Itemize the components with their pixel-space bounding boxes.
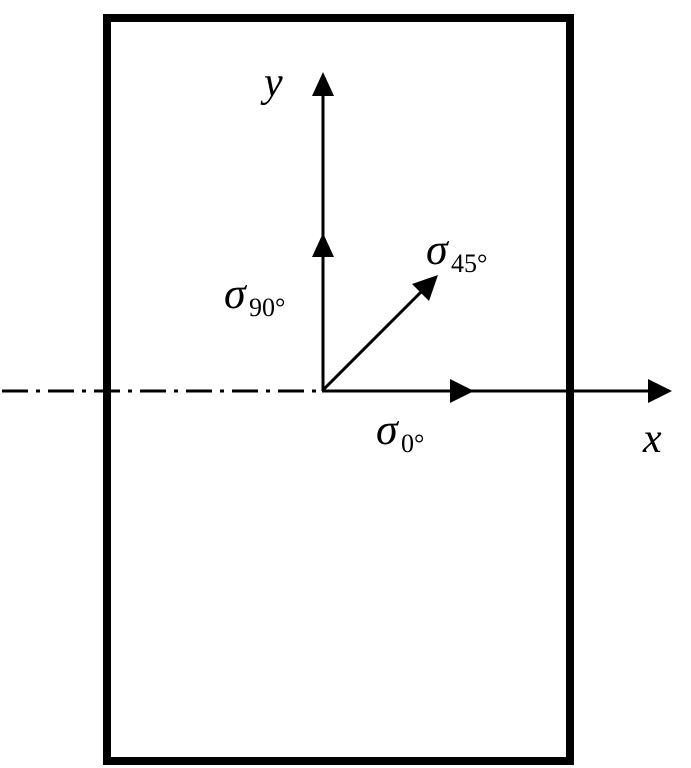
sigma-90-subscript: 90°: [249, 293, 285, 322]
sigma-90-arrowhead: [312, 233, 334, 257]
sigma-45-arrowhead: [412, 275, 438, 301]
sigma-45-subscript: 45°: [451, 249, 487, 278]
y-axis-arrowhead: [312, 72, 334, 96]
sigma-0-arrowhead: [450, 379, 474, 403]
x-axis-label: x: [642, 416, 662, 462]
sigma-90-label: σ 90°: [224, 269, 285, 322]
sigma-45-arrow-line: [322, 287, 426, 391]
sigma-0-symbol: σ: [376, 405, 400, 454]
sigma-0-subscript: 0°: [401, 429, 424, 458]
sigma-90-symbol: σ: [224, 269, 248, 318]
sigma-0-label: σ 0°: [376, 405, 424, 458]
sigma-45-label: σ 45°: [426, 225, 487, 278]
sigma-45-symbol: σ: [426, 225, 450, 274]
x-axis-arrowhead: [648, 379, 672, 403]
y-axis-label: y: [260, 60, 283, 106]
